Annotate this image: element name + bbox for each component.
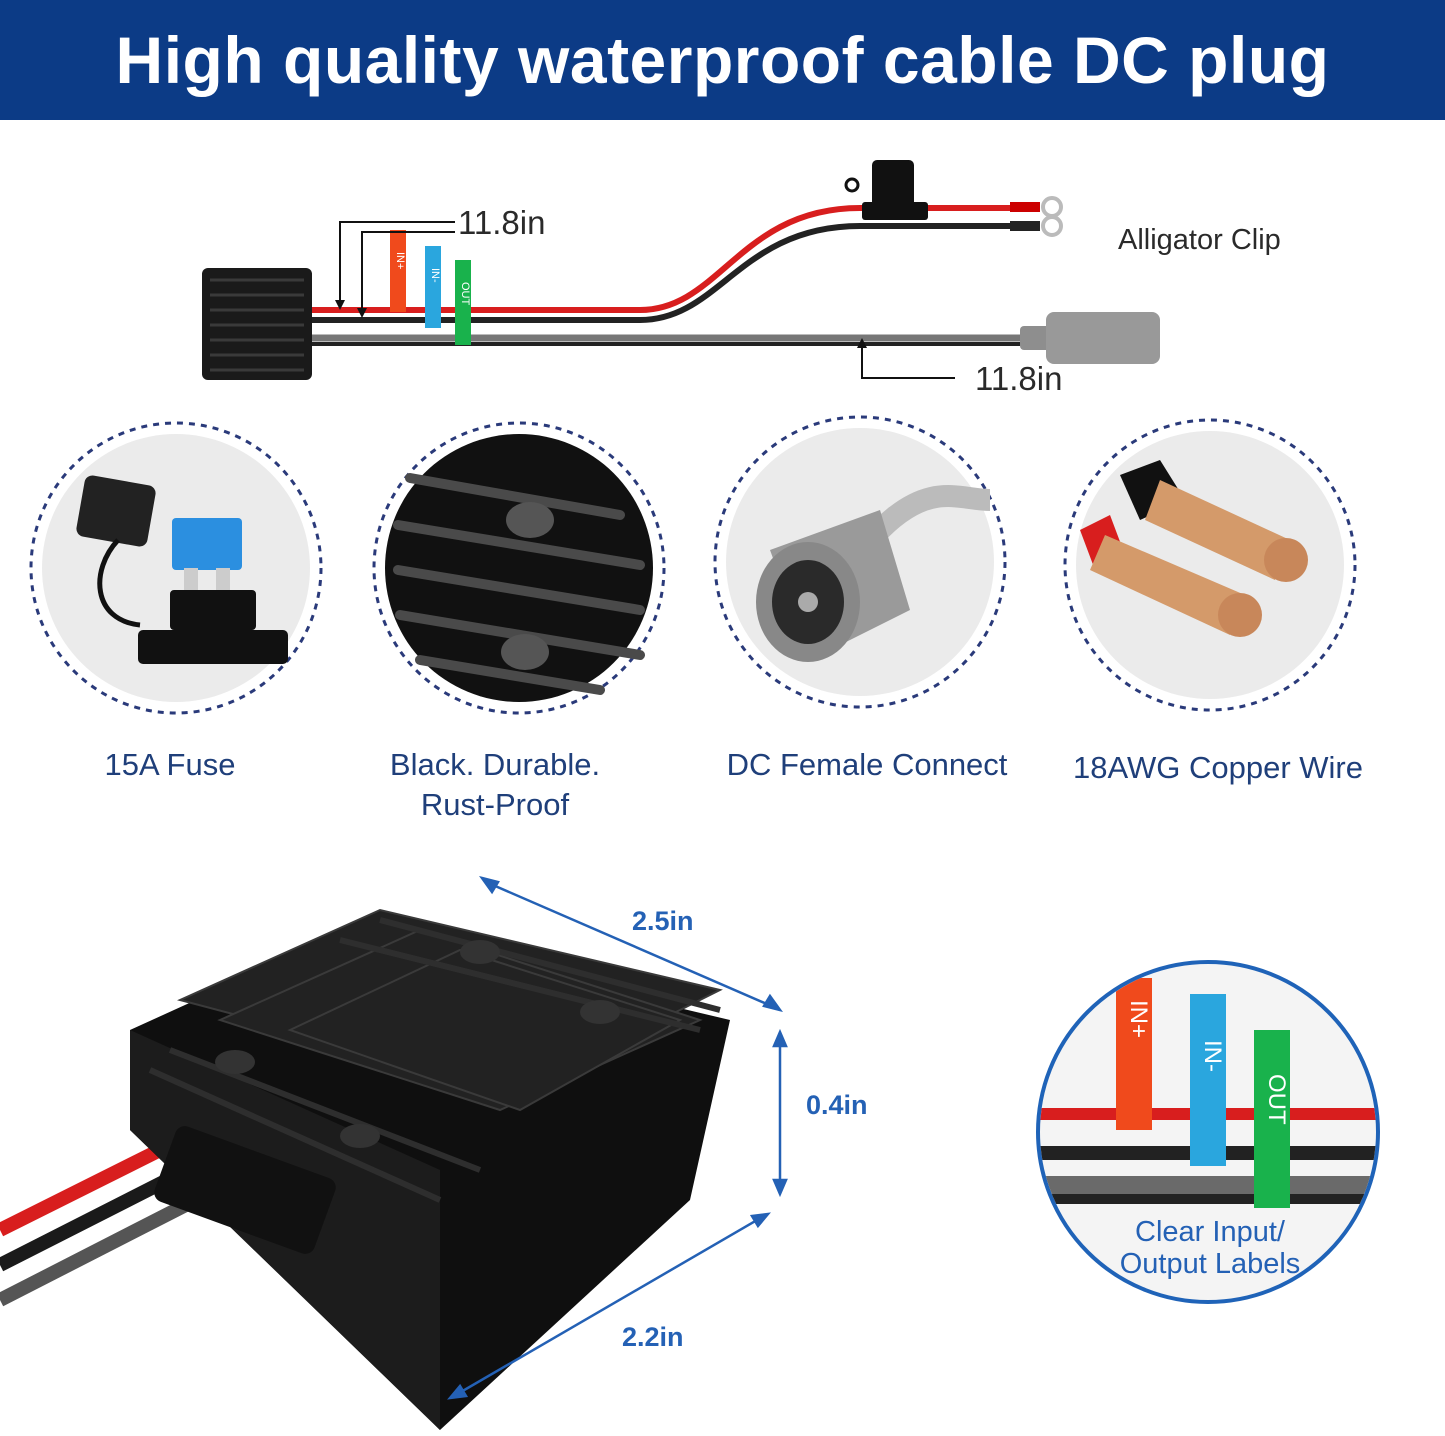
dimension-height: 0.4in bbox=[806, 1090, 868, 1120]
ring-terminals bbox=[1010, 196, 1063, 237]
labels-callout bbox=[1036, 960, 1380, 1304]
feature-label-dc: DC Female Connect bbox=[726, 747, 1008, 782]
page-title: High quality waterproof cable DC plug bbox=[115, 23, 1330, 97]
tag-out: OUT bbox=[459, 282, 471, 306]
heatsink-icon bbox=[372, 421, 666, 715]
fuse-icon bbox=[29, 421, 323, 715]
dc-connector-icon bbox=[713, 415, 1007, 709]
callout-label-line2: Output Labels bbox=[1119, 1248, 1301, 1280]
callout-tag-out: OUT bbox=[1263, 1074, 1290, 1125]
title-banner: High quality waterproof cable DC plug bbox=[0, 0, 1445, 120]
cable-diagram bbox=[202, 160, 1160, 380]
copper-wire-icon bbox=[1063, 418, 1357, 712]
tag-in-plus: IN+ bbox=[394, 252, 406, 270]
length-indicator-top bbox=[339, 221, 955, 379]
feature-label-fuse: 15A Fuse bbox=[104, 747, 236, 782]
dimension-arrows bbox=[447, 875, 788, 1400]
fuse-holder bbox=[844, 160, 928, 220]
feature-circles bbox=[29, 415, 1357, 715]
tag-in-minus: IN- bbox=[429, 268, 441, 283]
converter-box-small bbox=[202, 268, 312, 380]
feature-label-copper: 18AWG Copper Wire bbox=[1073, 750, 1363, 785]
alligator-clip-label: Alligator Clip bbox=[1118, 224, 1281, 256]
dimension-width: 2.2in bbox=[622, 1322, 684, 1352]
length-label-bottom: 11.8in bbox=[975, 360, 1063, 397]
converter-3d bbox=[0, 875, 788, 1430]
feature-label-heatsink: Black. Durable. bbox=[389, 747, 601, 782]
feature-label-heatsink-2: Rust-Proof bbox=[420, 787, 570, 822]
dimension-length: 2.5in bbox=[632, 906, 694, 936]
callout-tag-in-minus: IN- bbox=[1199, 1040, 1226, 1072]
length-label-top: 11.8in bbox=[458, 204, 546, 241]
cable-tags bbox=[390, 230, 471, 345]
callout-tag-in-plus: IN+ bbox=[1125, 1000, 1152, 1039]
dc-plug bbox=[1020, 312, 1160, 364]
callout-label-line1: Clear Input/ bbox=[1135, 1216, 1285, 1248]
